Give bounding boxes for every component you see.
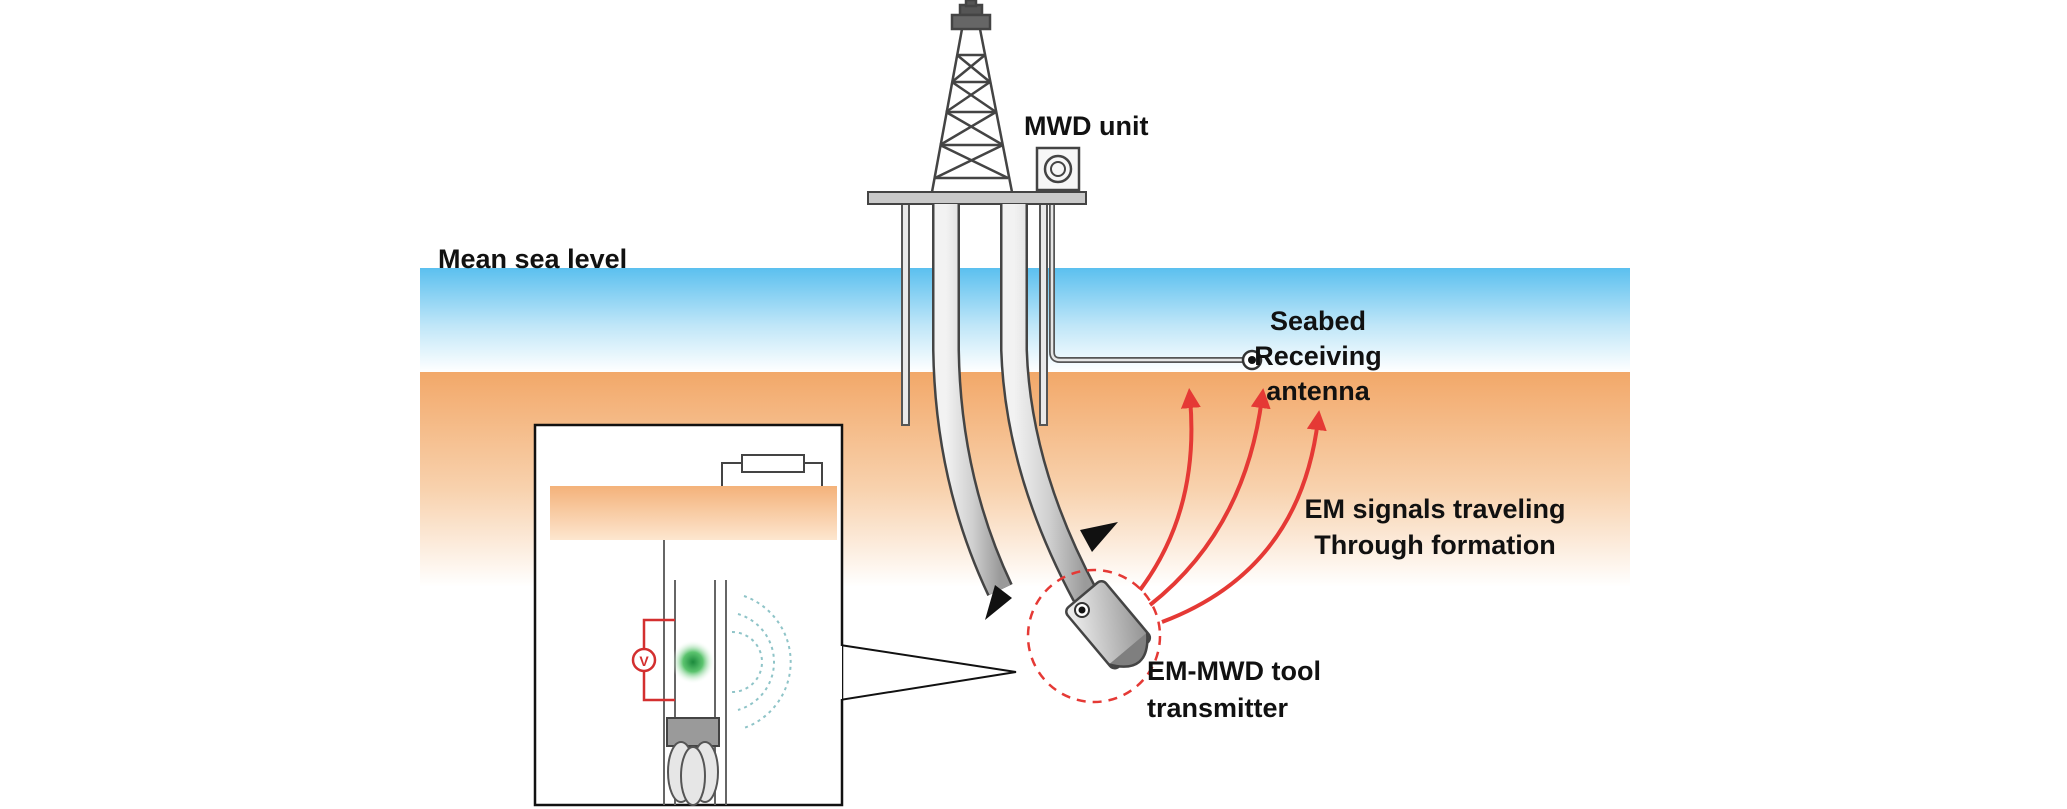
seabed-label-line2: Receiving [1254, 341, 1382, 371]
drill-bit-icon [667, 741, 719, 806]
mean-sea-level-label: Mean sea level [438, 244, 627, 274]
voltmeter-icon [631, 647, 657, 673]
drill-fin-right [1080, 522, 1118, 552]
drill-fin-left [985, 585, 1012, 620]
transmitter-highlight-circle [1026, 568, 1162, 704]
mwd-unit-icon [1035, 146, 1081, 192]
seabed-receiving-antenna [1241, 349, 1263, 371]
inset-callout: V [533, 423, 1017, 807]
tool-label-line1: EM-MWD tool [1147, 656, 1321, 686]
seabed-label-line3: antenna [1266, 376, 1371, 406]
voltmeter-circuit [642, 618, 675, 702]
platform-deck [867, 191, 1087, 205]
transmitter-dot [1074, 602, 1090, 618]
mwd-unit-label: MWD unit [1024, 111, 1148, 141]
drill-pipes [932, 204, 1098, 602]
seabed-label-line1: Seabed [1270, 306, 1366, 336]
tool-label-line2: transmitter [1147, 693, 1289, 723]
em-mwd-tool [1065, 579, 1152, 670]
drilling-derrick [930, 0, 1014, 193]
voltmeter-symbol: V [639, 653, 649, 669]
em-signals-label-line1: EM signals traveling [1304, 494, 1565, 524]
em-signal-arrows [1138, 388, 1327, 624]
em-signals-label-line2: Through formation [1314, 530, 1555, 560]
